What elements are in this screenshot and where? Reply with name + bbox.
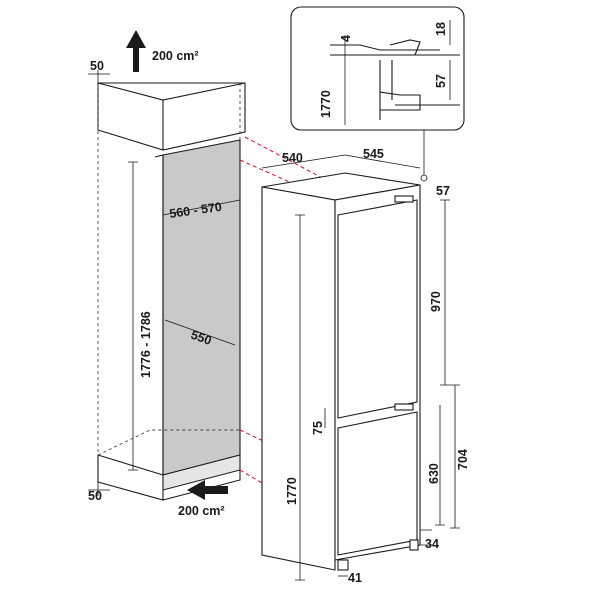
vent-top: 200 cm² [126,30,199,72]
app-height-label: 1770 [285,477,299,505]
appliance [261,172,421,571]
foot-depth-label: 41 [348,571,362,585]
cabinet-dimensions: 50 50 1776 - 1786 560 - 570 550 [88,59,241,503]
app-width-label: 545 [363,147,384,161]
cabinet [97,82,246,501]
detail-offset-label: 57 [434,74,448,88]
vent-bottom: 200 cm² [178,480,228,518]
detail-height-label: 1770 [319,90,333,118]
vent-bottom-label: 200 cm² [178,504,225,518]
app-top-offset-label: 57 [436,184,450,198]
lower-door-total-label: 704 [456,449,470,470]
detail-gap-label: 4 [339,35,353,42]
niche-height-label: 1776 - 1786 [139,311,153,378]
cab-bottom-gap-label: 50 [88,489,102,503]
app-depth-label: 540 [282,151,303,165]
arrow-up-icon [126,30,146,72]
vent-top-label: 200 cm² [152,49,199,63]
appliance-dimensions: 540 545 57 970 704 630 75 1770 34 41 [261,130,470,585]
door-gap-label: 75 [311,421,325,435]
detail-inset: 4 18 1770 57 [290,6,465,131]
lower-door-label: 630 [427,463,441,484]
foot-height-label: 34 [425,537,439,551]
cab-top-gap-label: 50 [90,59,104,73]
niche-depth-label: 550 [189,328,213,348]
detail-top-label: 18 [434,22,448,36]
arrow-left-icon [187,480,228,500]
upper-door-label: 970 [429,291,443,312]
